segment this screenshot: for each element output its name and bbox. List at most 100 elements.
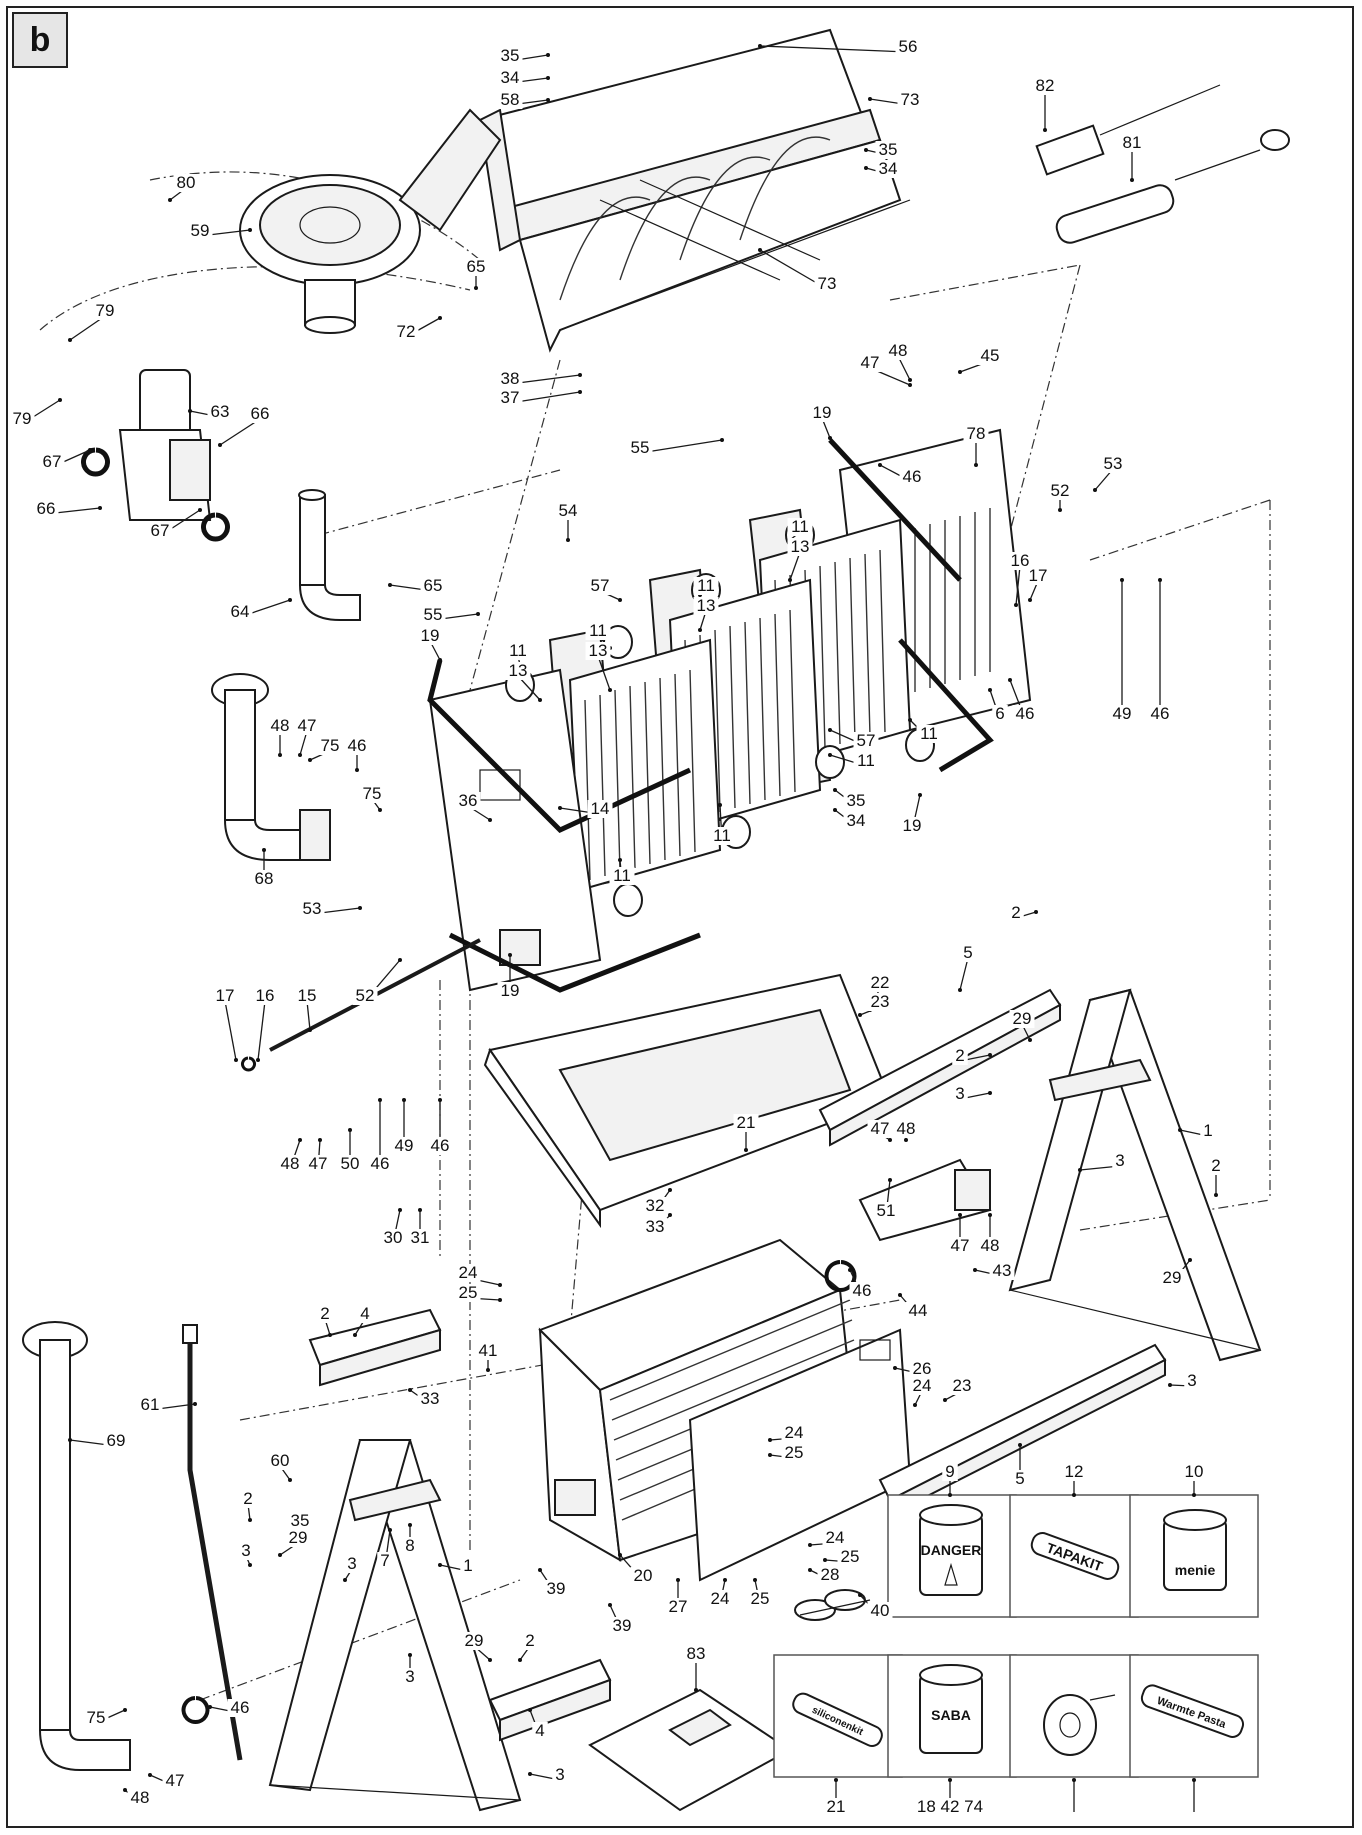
part-number-label: 3 (347, 1554, 356, 1573)
callout-anchor (828, 436, 832, 440)
part-number-label: 57 (591, 576, 610, 595)
callout-label-background (822, 1529, 848, 1547)
callout-label-background (460, 1557, 476, 1575)
callout-anchor (608, 1603, 612, 1607)
callout-anchor (198, 508, 202, 512)
callout-anchor (58, 398, 62, 402)
callout-label-background (909, 1360, 935, 1378)
callout-label-background (212, 987, 238, 1005)
part-number-label: 67 (43, 452, 62, 471)
callout-label-background (238, 1542, 254, 1560)
callout-label-background (875, 141, 901, 159)
callout-anchor (908, 378, 912, 382)
callout-label-background (1047, 482, 1073, 500)
callout-anchor (958, 1213, 962, 1217)
callout-anchor (193, 1402, 197, 1406)
part-number-label: 2 (955, 1046, 964, 1065)
callout-anchor (68, 338, 72, 342)
part-number-label: 16 (256, 986, 275, 1005)
callout-label-background (1109, 705, 1135, 723)
callout-anchor (1093, 488, 1097, 492)
part-number-label: 58 (501, 90, 520, 109)
callout-label-background (609, 1617, 635, 1635)
callout-anchor (408, 1523, 412, 1527)
callout-label-background (1159, 1269, 1185, 1287)
part-number-label: 22 (871, 973, 890, 992)
callout-anchor (355, 768, 359, 772)
callout-label-background (817, 1566, 843, 1584)
callout-label-background (781, 1444, 807, 1462)
callout-label-background (609, 867, 635, 885)
callout-anchor (98, 506, 102, 510)
callout-anchor (858, 1013, 862, 1017)
callout-label-background (627, 439, 653, 457)
callout-anchor (378, 1098, 382, 1102)
callout-label-background (207, 403, 233, 421)
part-number-label: 60 (271, 1451, 290, 1470)
callout-anchor (498, 1283, 502, 1287)
callout-anchor (123, 1708, 127, 1712)
callout-anchor (848, 1268, 852, 1272)
callout-anchor (278, 1553, 282, 1557)
callout-anchor (1078, 1168, 1082, 1172)
callout-anchor (1028, 598, 1032, 602)
part-number-label: 47 (309, 1154, 328, 1173)
part-number-label: 45 (981, 346, 1000, 365)
foot-beams (308, 1308, 612, 1742)
callout-label-background (505, 662, 531, 680)
part-number-label: 48 (131, 1788, 150, 1807)
part-number-label: 83 (687, 1644, 706, 1663)
callout-label-background (1100, 455, 1126, 473)
part-number-label: 4 (360, 1304, 369, 1323)
part-number-label: 5 (963, 943, 972, 962)
part-number-label: 29 (465, 1631, 484, 1650)
part-number-label: 11 (791, 517, 809, 536)
callout-label-background (837, 1548, 863, 1566)
callout-label-background (899, 817, 925, 835)
callout-label-background (942, 1463, 958, 1481)
callout-anchor (123, 1788, 127, 1792)
callout-label-background (1009, 1010, 1035, 1028)
callout-anchor (718, 803, 722, 807)
part-number-label: 46 (348, 736, 367, 755)
callout-label-background (867, 974, 893, 992)
part-number-label: 32 (646, 1196, 665, 1215)
callout-anchor (388, 583, 392, 587)
part-number-label: 36 (459, 791, 478, 810)
callout-label-background (960, 944, 976, 962)
part-number-label: 3 (241, 1541, 250, 1560)
part-number-label: 2 (1211, 1156, 1220, 1175)
callout-label-background (532, 1722, 548, 1740)
part-number-label: 19 (903, 816, 922, 835)
callout-label-background (227, 603, 253, 621)
service-kit-boxes: DANGER TAPAKIT menie siliconenkit SABA W… (773, 1494, 1259, 1778)
callout-anchor (1072, 1493, 1076, 1497)
part-number-label: 48 (889, 341, 908, 360)
callout-anchor (898, 1293, 902, 1297)
part-number-label: 11 (509, 641, 527, 660)
callout-label-background (305, 1155, 331, 1173)
callout-anchor (698, 628, 702, 632)
callout-label-background (1008, 904, 1024, 922)
callout-label-background (420, 577, 446, 595)
callout-anchor (1014, 603, 1018, 607)
part-number-label: 75 (363, 784, 382, 803)
callout-label-background (814, 275, 840, 293)
callout-leader (257, 1000, 266, 1061)
part-number-label: 56 (899, 37, 918, 56)
part-number-label: 29 (1013, 1009, 1032, 1028)
part-number-label: 34 (879, 159, 898, 178)
callout-anchor (1028, 1038, 1032, 1042)
part-number-label: 2 (1011, 903, 1020, 922)
part-number-label: 11 (713, 826, 731, 845)
callout-label-background (497, 370, 523, 388)
support-stand-right (1008, 988, 1262, 1362)
part-number-label: 40 (871, 1601, 890, 1620)
callout-anchor (888, 1138, 892, 1142)
callout-anchor (864, 166, 868, 170)
part-number-label: 11 (857, 751, 875, 770)
callout-anchor (958, 370, 962, 374)
callout-label-background (455, 792, 481, 810)
part-number-label: 55 (631, 438, 650, 457)
callout-label-background (455, 1264, 481, 1282)
